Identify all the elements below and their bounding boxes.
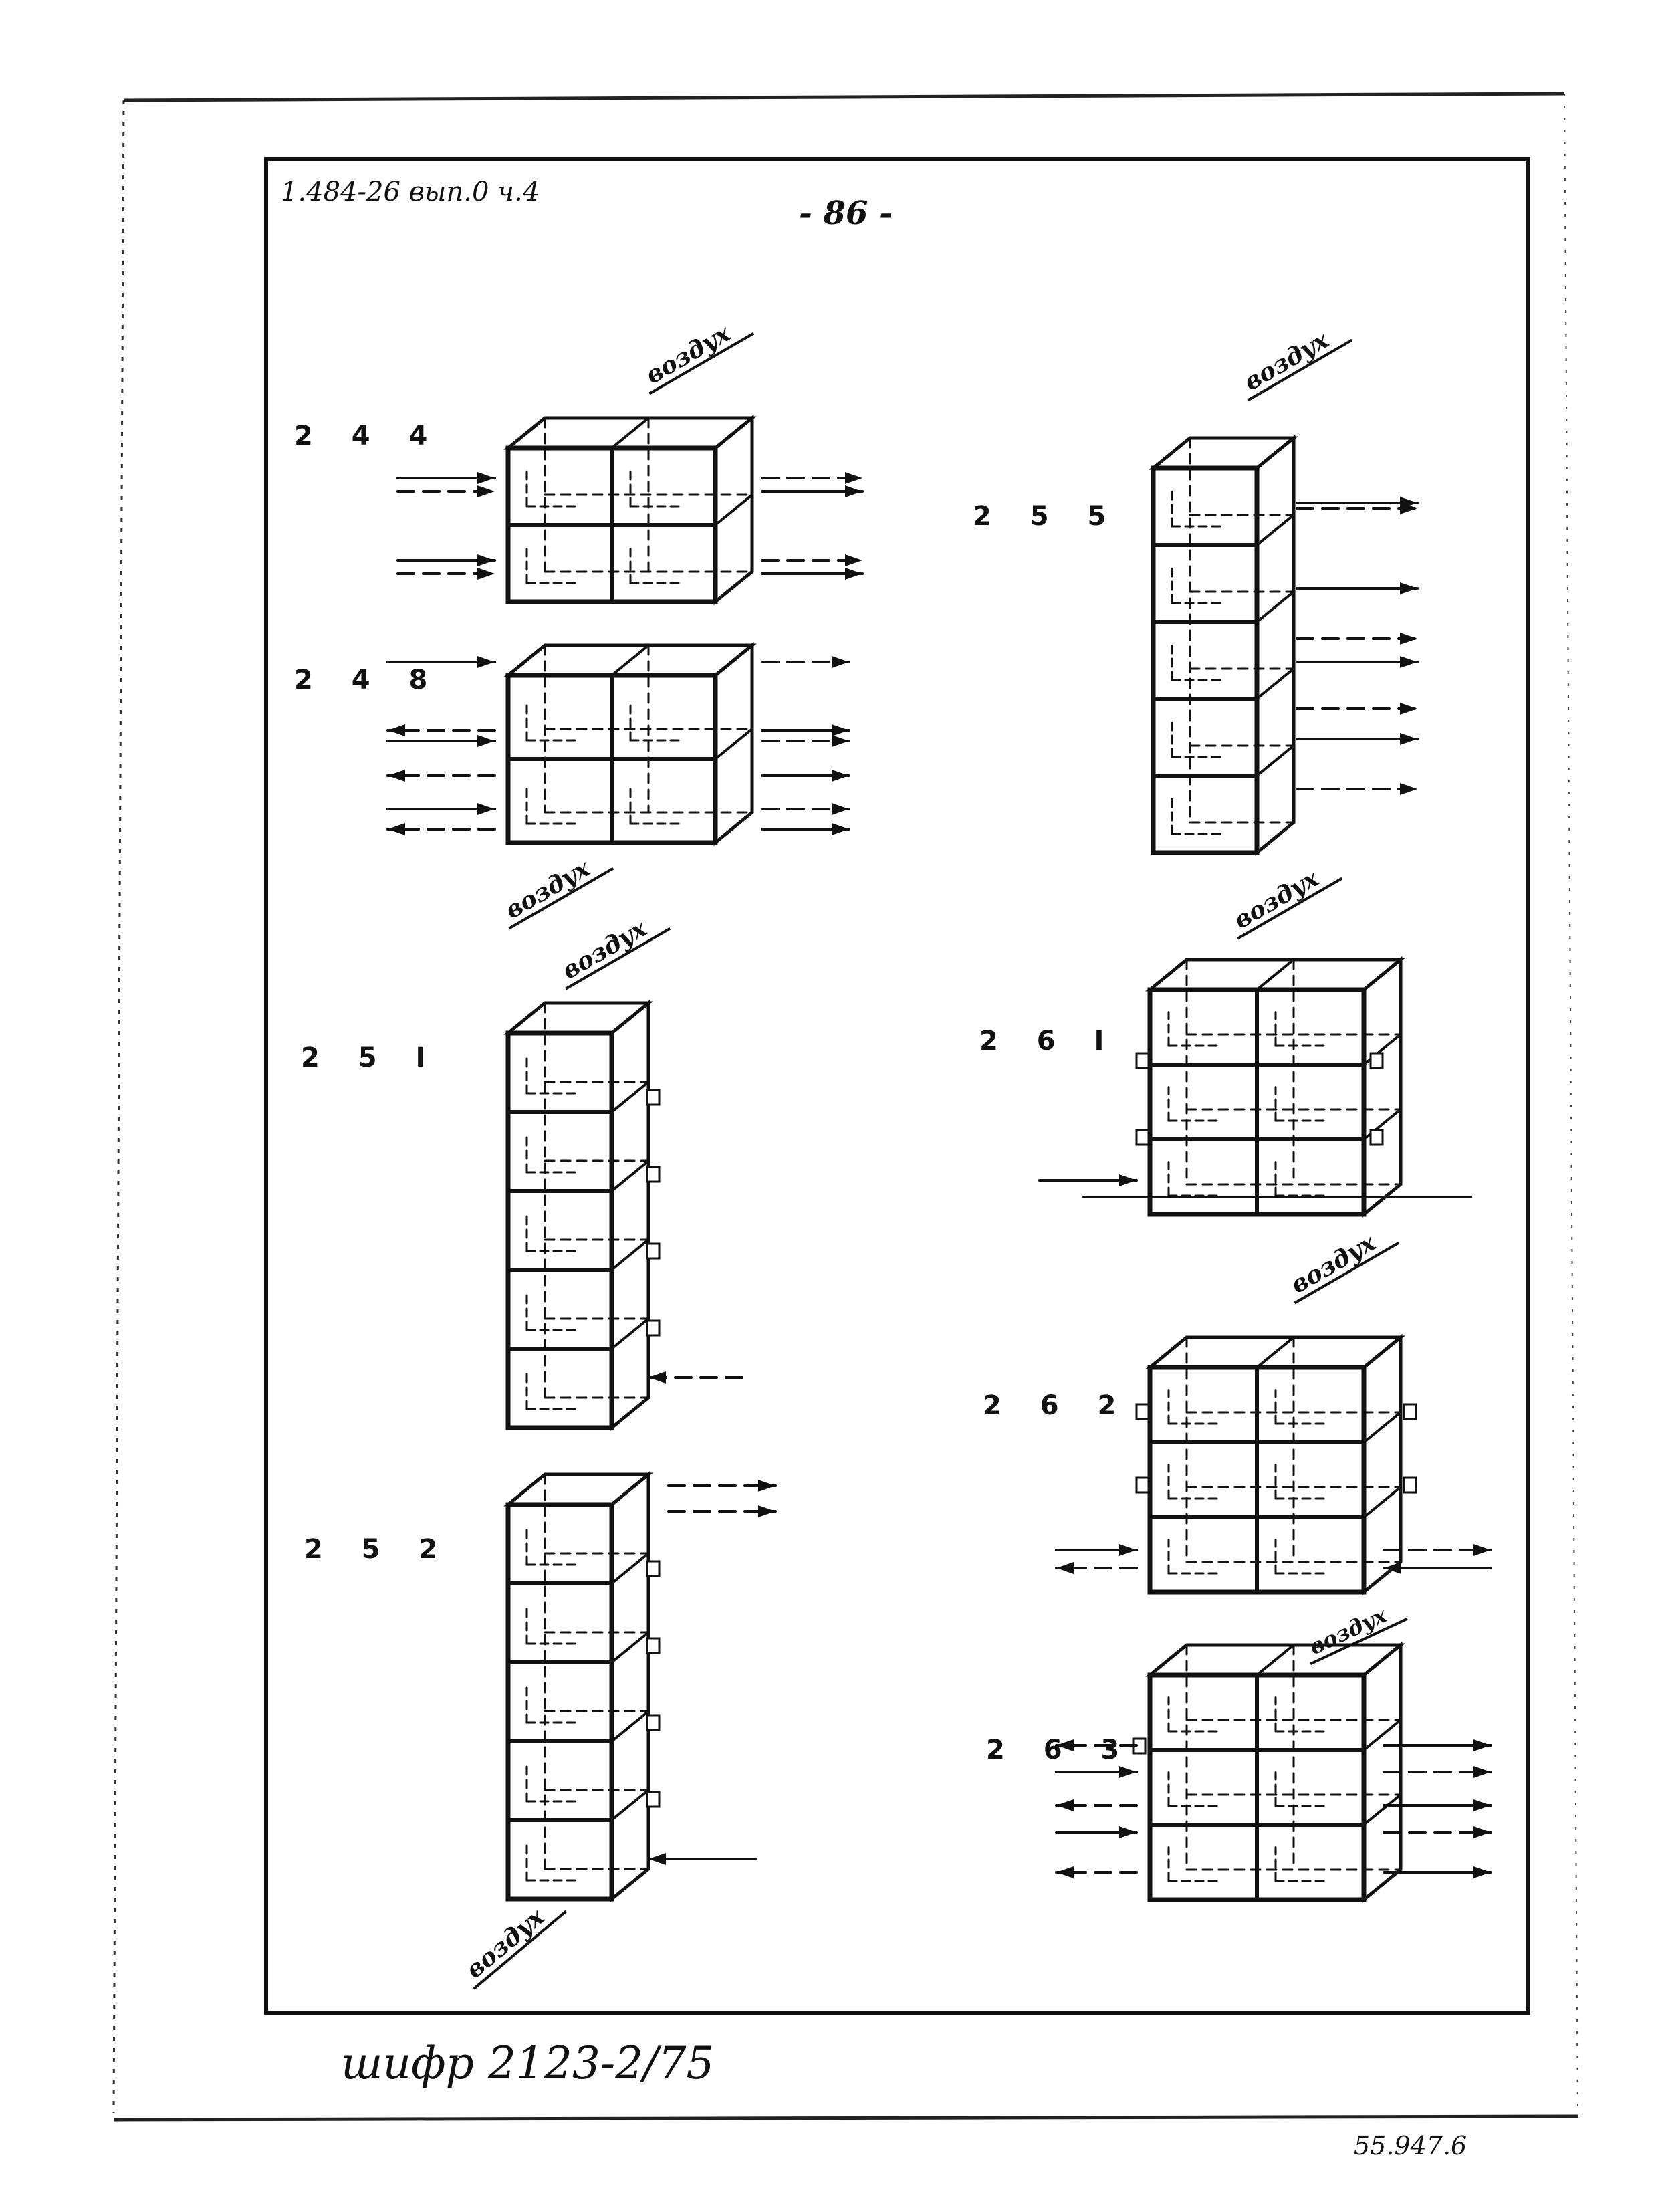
air-label-261: воздух — [1229, 864, 1324, 935]
unit-251 — [503, 999, 743, 1432]
unit-255 — [1148, 434, 1419, 857]
air-label-244: воздух — [641, 319, 736, 390]
cipher-note: шифр 2123-2/75 — [341, 2037, 714, 2089]
unit-label-261: 2 6 I — [979, 1026, 1118, 1057]
air-label-251: воздух — [558, 914, 653, 985]
unit-label-263: 2 6 3 — [986, 1735, 1134, 1765]
air-label-248: воздух — [501, 854, 596, 925]
unit-244 — [396, 414, 864, 606]
unit-diagrams — [386, 414, 1492, 1904]
doc-code: 1.484-26 вып.0 ч.4 — [281, 177, 540, 207]
unit-252 — [503, 1470, 777, 1903]
unit-label-251: 2 5 I — [301, 1042, 440, 1073]
air-label-252: воздух — [461, 1902, 550, 1984]
archive-stamp: 55.947.6 — [1354, 2131, 1467, 2161]
unit-label-255: 2 5 5 — [973, 501, 1120, 532]
air-label-262: воздух — [1286, 1228, 1381, 1299]
unit-262 — [1055, 1333, 1492, 1596]
unit-label-244: 2 4 4 — [294, 421, 442, 451]
unit-label-262: 2 6 2 — [983, 1390, 1131, 1421]
unit-label-252: 2 5 2 — [304, 1534, 452, 1565]
drawing-frame — [264, 157, 1530, 2015]
page-number: - 86 - — [799, 195, 893, 232]
unit-263 — [1055, 1641, 1492, 1904]
unit-label-248: 2 4 8 — [294, 665, 442, 695]
unit-248 — [386, 641, 850, 847]
unit-261 — [1038, 956, 1472, 1218]
air-label-255: воздух — [1239, 326, 1334, 397]
